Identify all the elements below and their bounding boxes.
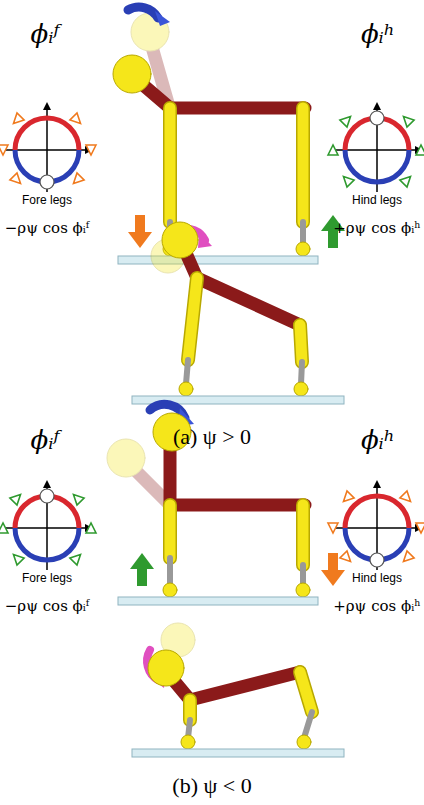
formula: +ρψ cos ϕᵢʰ [333,219,421,237]
formula: −ρψ cos ϕᵢᶠ [5,219,89,237]
panel-caption: (a) ψ > 0 [173,424,251,450]
phase-symbol: ϕᵢᶠ [30,425,59,455]
formula: −ρψ cos ϕᵢᶠ [5,597,89,615]
leg-group-label: Fore legs [22,193,72,207]
phase-symbol: ϕᵢʰ [361,425,395,455]
leg-group-label: Hind legs [352,193,402,207]
leg-group-label: Hind legs [352,571,402,585]
formula: +ρψ cos ϕᵢʰ [333,597,421,615]
phase-symbol: ϕᵢʰ [361,19,395,49]
phase-symbol: ϕᵢᶠ [30,19,59,49]
leg-group-label: Fore legs [22,571,72,585]
panel-caption: (b) ψ < 0 [172,773,251,799]
